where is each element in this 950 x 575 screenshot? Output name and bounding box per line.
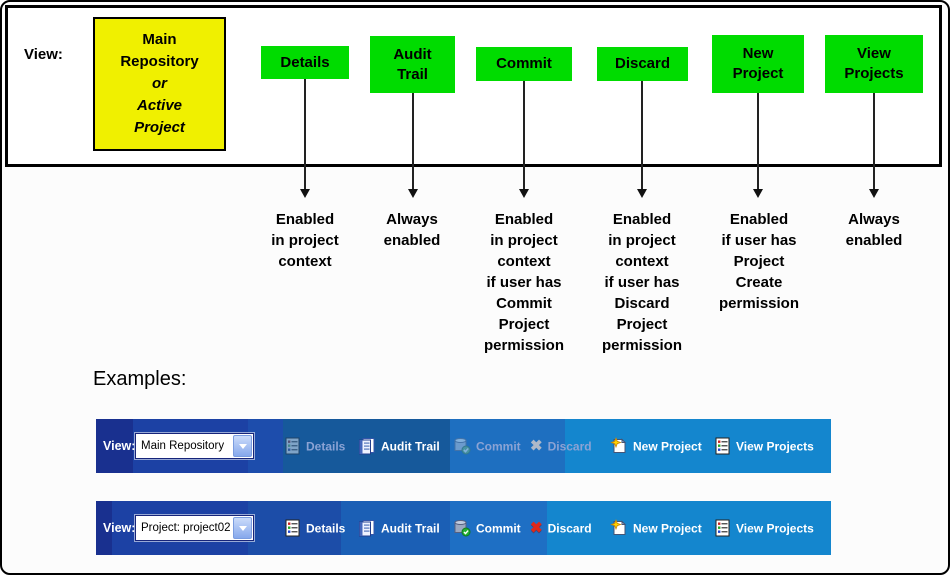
toolbar-item-label: Audit Trail xyxy=(381,439,440,453)
view-source-box: Main Repository or Active Project xyxy=(93,17,226,151)
arrow-down-icon xyxy=(300,79,310,198)
flow-button-view-projects: View Projects xyxy=(825,35,923,93)
source-line: or xyxy=(152,75,167,92)
toolbar-item-label: View Projects xyxy=(736,439,814,453)
view-projects-button[interactable]: View Projects xyxy=(714,519,814,537)
audit-trail-button[interactable]: Audit Trail xyxy=(358,520,440,537)
example-toolbar-main-repository: View: Main Repository Details xyxy=(96,419,831,473)
commit-icon xyxy=(454,438,471,455)
toolbar-item-label: View Projects xyxy=(736,521,814,535)
view-projects-icon xyxy=(715,519,730,537)
new-project-button[interactable]: New Project xyxy=(610,437,702,455)
commit-icon xyxy=(454,520,471,537)
discard-button: ✖ Discard xyxy=(530,439,592,454)
description-audit-trail: Always enabled xyxy=(383,211,441,249)
examples-heading: Examples: xyxy=(93,368,187,390)
description-details: Enabled in project context xyxy=(271,211,339,270)
toolbar-item-label: New Project xyxy=(633,439,702,453)
flow-button-details: Details xyxy=(261,46,349,79)
example-toolbar-project02: View: Project: project02 Details xyxy=(96,501,831,555)
details-icon xyxy=(285,437,300,455)
audit-trail-icon xyxy=(359,438,375,455)
details-button: Details xyxy=(284,437,346,455)
toolbar-item-label: Discard xyxy=(547,521,592,535)
arrow-down-icon xyxy=(753,93,763,198)
toolbar-item-label: New Project xyxy=(633,521,702,535)
description-new-project: Enabled if user has Project Create permi… xyxy=(718,211,800,312)
view-projects-icon xyxy=(715,437,730,455)
commit-button[interactable]: Commit xyxy=(453,520,521,537)
source-line: Project xyxy=(134,119,185,136)
audit-trail-button[interactable]: Audit Trail xyxy=(358,438,440,455)
flow-button-audit-trail: Audit Trail xyxy=(370,36,455,93)
audit-trail-icon xyxy=(359,520,375,537)
toolbar-view-label: View: xyxy=(103,521,136,535)
details-icon xyxy=(285,519,300,537)
flow-button-commit: Commit xyxy=(476,47,572,81)
arrow-down-icon xyxy=(519,81,529,198)
description-view-projects: Always enabled xyxy=(845,211,903,249)
toolbar-item-label: Details xyxy=(306,521,346,535)
flow-button-discard: Discard xyxy=(597,47,688,81)
new-project-button[interactable]: New Project xyxy=(610,519,702,537)
source-line: Main xyxy=(142,31,177,48)
flow-button-new-project: New Project xyxy=(712,35,804,93)
view-dropdown[interactable]: Main Repository xyxy=(135,433,254,459)
view-projects-button[interactable]: View Projects xyxy=(714,437,814,455)
toolbar-view-label: View: xyxy=(103,439,136,453)
new-project-icon xyxy=(610,437,627,453)
details-button[interactable]: Details xyxy=(284,519,346,537)
commit-button: Commit xyxy=(453,438,521,455)
view-dropdown-value: Project: project02 xyxy=(141,522,231,534)
description-discard: Enabled in project context if user has D… xyxy=(601,211,683,354)
toolbar-item-label: Discard xyxy=(547,439,592,453)
discard-x-icon: ✖ xyxy=(530,519,543,537)
chevron-down-icon[interactable] xyxy=(233,517,252,539)
toolbar-item-label: Details xyxy=(306,439,346,453)
source-line: Active xyxy=(136,97,183,114)
new-project-icon xyxy=(610,519,627,535)
toolbar-item-label: Commit xyxy=(476,439,521,453)
arrow-down-icon xyxy=(869,93,879,198)
arrow-down-icon xyxy=(408,93,418,198)
arrow-down-icon xyxy=(637,81,647,198)
discard-x-icon: ✖ xyxy=(530,437,543,455)
view-label: View: xyxy=(24,46,63,63)
toolbar-item-label: Audit Trail xyxy=(381,521,440,535)
view-dropdown-value: Main Repository xyxy=(141,440,225,452)
discard-button[interactable]: ✖ Discard xyxy=(530,521,592,536)
source-line: Repository xyxy=(120,53,199,70)
view-dropdown[interactable]: Project: project02 xyxy=(135,515,254,541)
description-commit: Enabled in project context if user has C… xyxy=(483,211,565,354)
chevron-down-icon[interactable] xyxy=(233,435,252,457)
toolbar-item-label: Commit xyxy=(476,521,521,535)
